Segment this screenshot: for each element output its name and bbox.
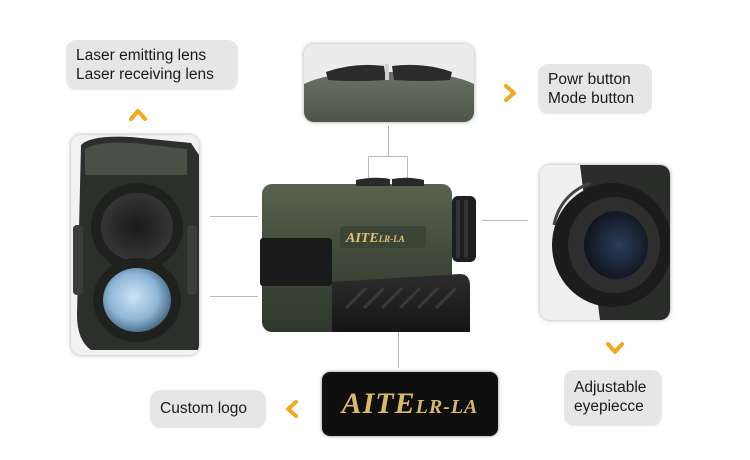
chevron-right-icon (504, 84, 516, 102)
lens-callout-line2: Laser receiving lens (76, 66, 214, 83)
eyepiece-closeup-image (540, 165, 670, 320)
lens-closeup-frame (71, 135, 199, 355)
logo-callout-text: Custom logo (160, 400, 248, 417)
eyepiece-connector (482, 220, 528, 221)
chevron-down-icon (606, 342, 624, 354)
buttons-closeup-image (304, 44, 474, 122)
eyepiece-callout-line2: eyepiecce (574, 398, 644, 415)
logo-closeup-plate: AITELR-LA (322, 372, 498, 436)
buttons-callout-label: Powr button Mode button (538, 64, 652, 114)
rangefinder-device-image (260, 177, 476, 332)
buttons-connector-right (407, 156, 408, 178)
buttons-connector-left (368, 156, 369, 178)
logo-closeup-brand: AITE (341, 387, 416, 420)
lens-callout-label: Laser emitting lens Laser receiving lens (66, 40, 238, 90)
eyepiece-callout-line1: Adjustable (574, 379, 647, 396)
buttons-closeup-frame (304, 44, 474, 122)
chevron-up-icon (129, 109, 147, 121)
buttons-callout-line2: Mode button (548, 90, 635, 107)
eyepiece-callout-label: Adjustable eyepiecce (564, 370, 662, 426)
chevron-left-icon (286, 400, 298, 418)
lens-callout-line1: Laser emitting lens (76, 47, 207, 64)
buttons-connector-top (388, 126, 389, 157)
lens-connector-upper (210, 216, 258, 217)
device-logo: AITELR-LA (346, 229, 405, 247)
lens-connector-lower (210, 296, 258, 297)
logo-closeup-model: LR-LA (415, 396, 479, 418)
device-logo-brand: AITE (346, 231, 379, 246)
logo-callout-label: Custom logo (150, 390, 266, 428)
logo-closeup-text: AITELR-LA (342, 387, 479, 421)
eyepiece-closeup-frame (540, 165, 670, 320)
buttons-callout-line1: Powr button (548, 71, 631, 88)
lens-closeup-image (71, 135, 199, 355)
device-logo-model: LR-LA (378, 234, 405, 244)
